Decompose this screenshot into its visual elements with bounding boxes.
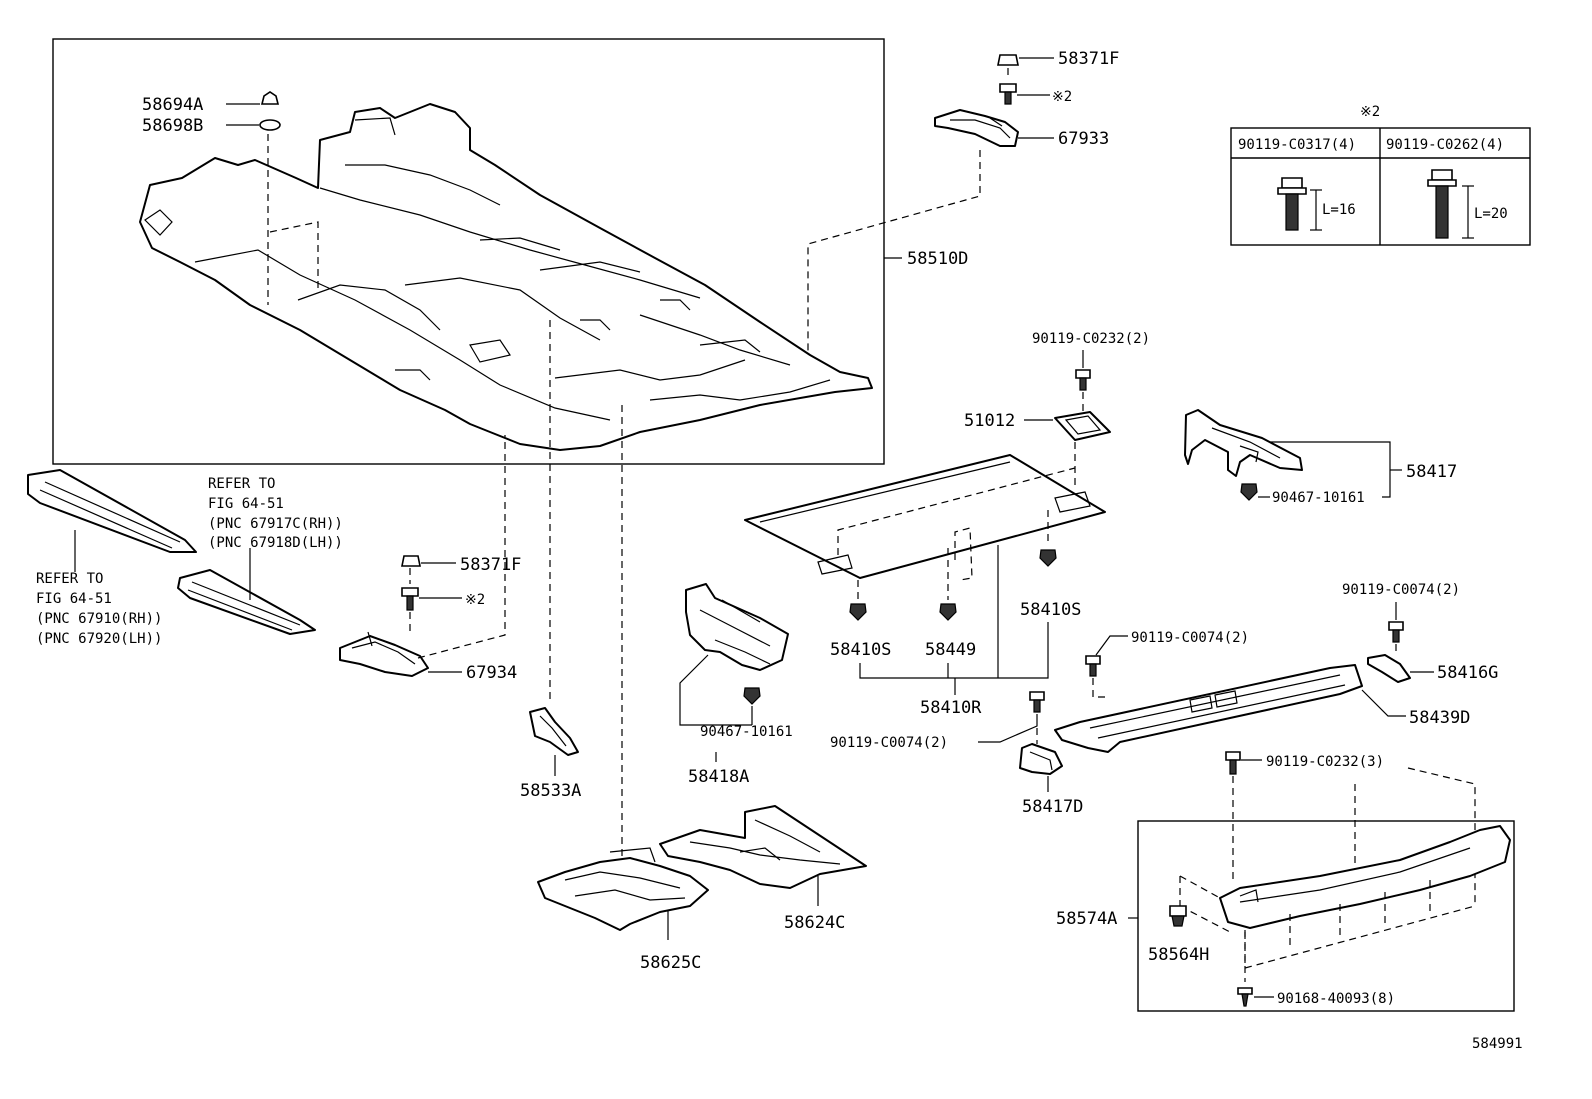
bolt-90119-c0074-2-top-icon[interactable]: [1085, 655, 1101, 677]
label-90119-c0074-2-mid[interactable]: 90119-C0074(2): [1342, 582, 1460, 598]
leader-58410r-bracket: [859, 622, 1049, 679]
floor-carpet-58510d[interactable]: [139, 103, 873, 451]
label-90467-10161-right[interactable]: 90467-10161: [1272, 490, 1365, 506]
label-90119-c0074-2-low[interactable]: 90119-C0074(2): [830, 735, 948, 751]
label-star2-top[interactable]: ※2: [1052, 89, 1072, 105]
clip-90467-10161-right-icon[interactable]: [1240, 483, 1258, 501]
leader-58439d: [1361, 689, 1406, 717]
label-51012[interactable]: 51012: [964, 411, 1015, 431]
bracket-67933[interactable]: [934, 109, 1019, 147]
label-star2-mid[interactable]: ※2: [465, 592, 485, 608]
scuff-plate-rear-rh-lh[interactable]: [177, 569, 316, 635]
bracket-67934[interactable]: [339, 631, 429, 677]
label-58625c[interactable]: 58625C: [640, 953, 701, 973]
label-58417d[interactable]: 58417D: [1022, 797, 1083, 817]
legend-col2-part: 90119-C0262(4): [1386, 137, 1504, 153]
label-90119-c0232-2[interactable]: 90119-C0232(2): [1032, 331, 1150, 347]
label-58698b[interactable]: 58698B: [142, 116, 203, 136]
legend-col1-length: L=16: [1322, 202, 1356, 218]
guide-skirt-ribs: [1289, 880, 1431, 950]
bolt-90119-c0232-2-icon[interactable]: [1075, 369, 1091, 391]
silencer-58625c[interactable]: [537, 847, 709, 931]
label-90168-40093-8[interactable]: 90168-40093(8): [1277, 991, 1395, 1007]
label-58510d[interactable]: 58510D: [907, 249, 968, 269]
clip-58449-icon[interactable]: [939, 603, 957, 621]
clip-58564h-icon[interactable]: [1169, 905, 1187, 927]
label-58449[interactable]: 58449: [925, 640, 976, 660]
label-58574a[interactable]: 58574A: [1056, 909, 1117, 929]
guide-67933: [807, 150, 981, 355]
label-58410s-left[interactable]: 58410S: [830, 640, 891, 660]
bolt-l20-icon: [1427, 169, 1474, 239]
bolt-90119-c0074-2-low-icon[interactable]: [1029, 691, 1045, 713]
bolt-star2-top-icon[interactable]: [999, 83, 1017, 105]
guide-67934: [417, 435, 506, 659]
clip-58410s-left-icon[interactable]: [849, 603, 867, 621]
label-58533a[interactable]: 58533A: [520, 781, 581, 801]
clip-58694a-icon[interactable]: [260, 91, 280, 105]
clip-90467-10161-mid-icon[interactable]: [743, 687, 761, 705]
leader-90119-c0074-2-low: [978, 714, 1038, 743]
clip-58410s-right-icon[interactable]: [1039, 549, 1057, 567]
screw-90168-40093-icon[interactable]: [1237, 987, 1253, 1007]
leader-90119-c0074-2-top: [1095, 635, 1128, 656]
clip-58371f-top-icon[interactable]: [997, 54, 1019, 66]
side-skirt-group-frame: [1137, 820, 1515, 1012]
bolt-90119-c0074-2-mid-icon[interactable]: [1388, 621, 1404, 643]
bolt-l16-icon: [1277, 177, 1322, 231]
label-refer-a-1[interactable]: REFER TO: [208, 476, 275, 492]
label-67934[interactable]: 67934: [466, 663, 517, 683]
label-58410s-right[interactable]: 58410S: [1020, 600, 1081, 620]
label-90119-c0074-2-top[interactable]: 90119-C0074(2): [1131, 630, 1249, 646]
label-refer-b-4[interactable]: (PNC 67920(LH)): [36, 631, 162, 647]
scuff-plate-front-rh-lh[interactable]: [27, 469, 197, 553]
label-58416g[interactable]: 58416G: [1437, 663, 1498, 683]
label-90119-c0232-3[interactable]: 90119-C0232(3): [1266, 754, 1384, 770]
rail-58439d[interactable]: [1054, 664, 1363, 753]
label-90467-10161-mid[interactable]: 90467-10161: [700, 724, 793, 740]
bolt-90119-c0232-3-icon[interactable]: [1225, 751, 1241, 775]
figure-code: 584991: [1472, 1036, 1523, 1052]
label-refer-b-3[interactable]: (PNC 67910(RH)): [36, 611, 162, 627]
bracket-58418a[interactable]: [685, 583, 789, 671]
label-refer-a-2[interactable]: FIG 64-51: [208, 496, 284, 512]
bracket-58533a[interactable]: [529, 707, 579, 756]
silencer-58624c[interactable]: [659, 805, 867, 889]
label-58410r[interactable]: 58410R: [920, 698, 982, 718]
guide-90119-c0074-top: [1092, 678, 1110, 698]
clip-58371f-mid-icon[interactable]: [401, 555, 421, 567]
washer-58698b-icon[interactable]: [259, 119, 281, 131]
legend-table: [1230, 127, 1531, 246]
label-58418a[interactable]: 58418A: [688, 767, 749, 787]
floor-carpet-group-frame: [52, 38, 885, 465]
guide-carpet-left: [269, 221, 319, 292]
bracket-58417d[interactable]: [1019, 743, 1063, 775]
label-refer-b-1[interactable]: REFER TO: [36, 571, 103, 587]
cover-51012[interactable]: [1054, 411, 1111, 441]
label-58564h[interactable]: 58564H: [1148, 945, 1209, 965]
label-refer-b-2[interactable]: FIG 64-51: [36, 591, 112, 607]
bracket-58417[interactable]: [1184, 409, 1303, 477]
leader-58418a-bracket: [679, 654, 752, 726]
label-58417[interactable]: 58417: [1406, 462, 1457, 482]
label-58439d[interactable]: 58439D: [1409, 708, 1470, 728]
label-58371f-mid[interactable]: 58371F: [460, 555, 521, 575]
bracket-58416g[interactable]: [1367, 654, 1411, 683]
label-58694a[interactable]: 58694A: [142, 95, 203, 115]
label-58624c[interactable]: 58624C: [784, 913, 845, 933]
label-58371f-top[interactable]: 58371F: [1058, 49, 1119, 69]
legend-col1-part: 90119-C0317(4): [1238, 137, 1356, 153]
under-cover-plate-58410r[interactable]: [744, 454, 1106, 581]
label-refer-a-4[interactable]: (PNC 67918D(LH)): [208, 535, 343, 551]
legend-col2-length: L=20: [1474, 206, 1508, 222]
legend-mark: ※2: [1360, 104, 1380, 120]
guide-skirt-outline: [1179, 875, 1476, 969]
side-skirt-58574a[interactable]: [1219, 825, 1511, 929]
label-refer-a-3[interactable]: (PNC 67917C(RH)): [208, 516, 343, 532]
label-67933[interactable]: 67933: [1058, 129, 1109, 149]
bolt-star2-mid-icon[interactable]: [401, 587, 419, 611]
